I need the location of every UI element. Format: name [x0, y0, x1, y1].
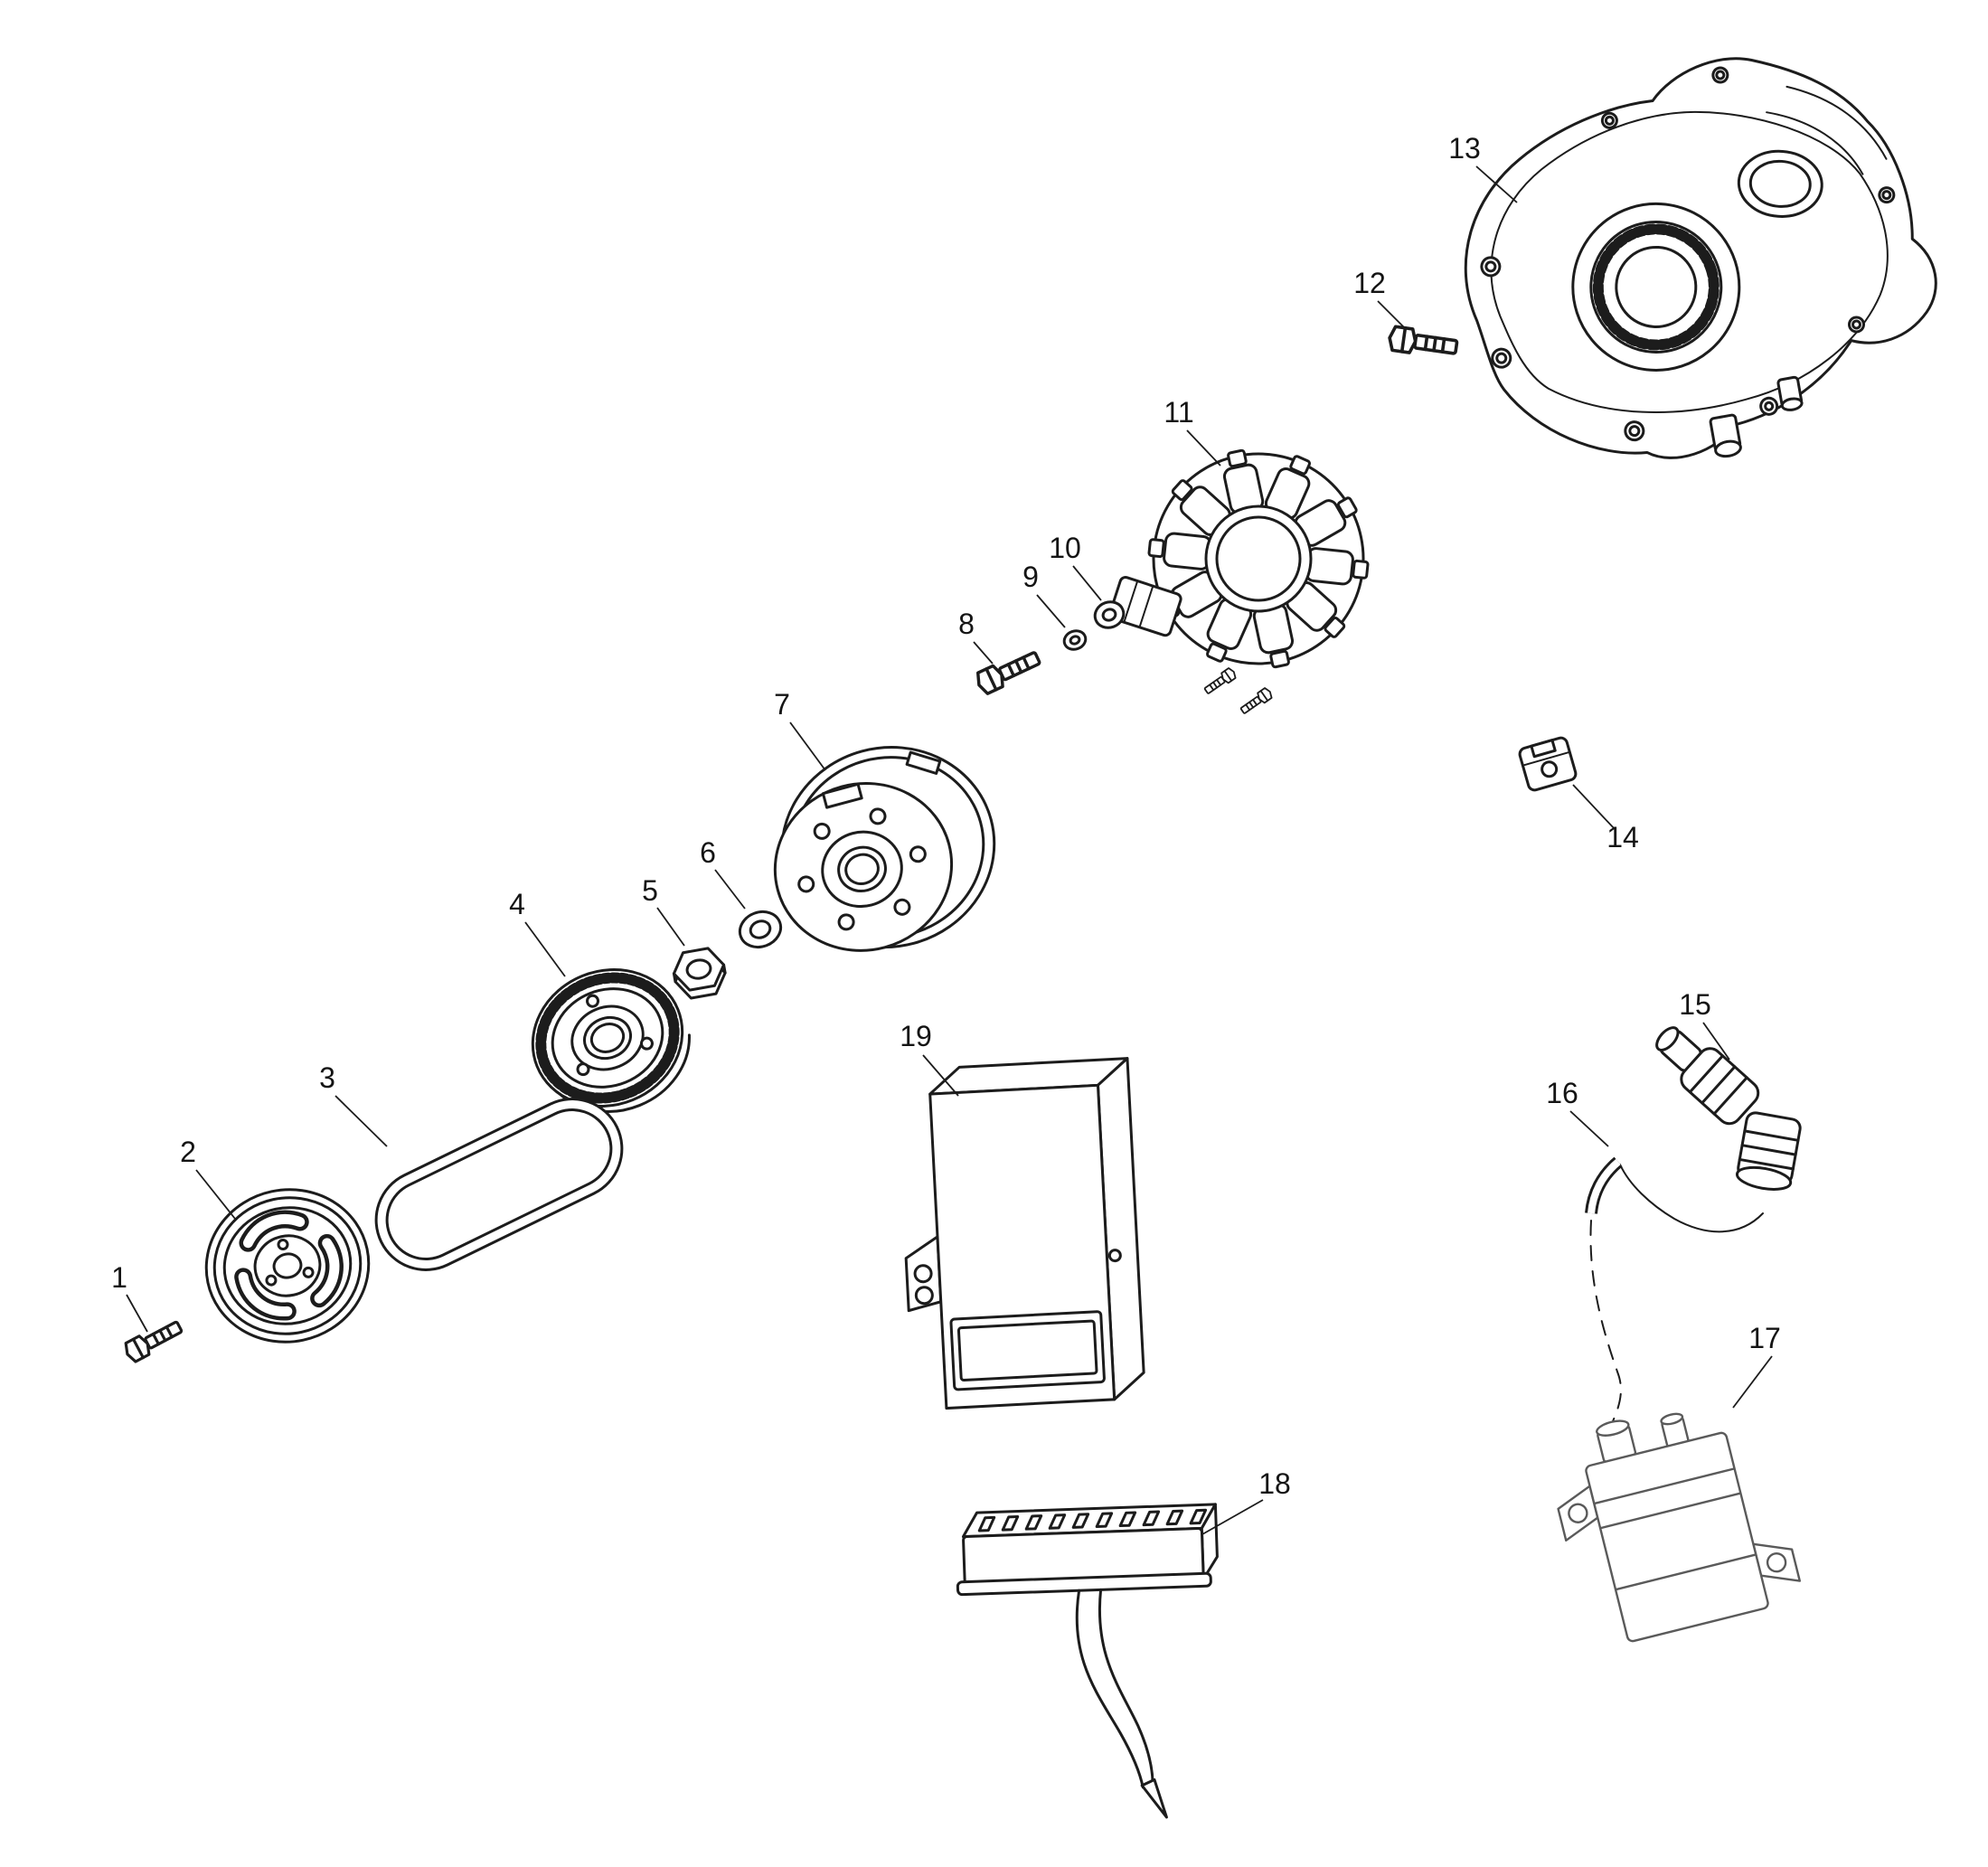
part-cup-bolt	[120, 1315, 186, 1365]
leader-line-18	[1201, 1499, 1264, 1535]
part-label-3: 3	[319, 1061, 335, 1094]
part-label-16: 16	[1546, 1077, 1578, 1109]
leader-line-9	[1036, 594, 1066, 628]
leader-line-3	[334, 1095, 388, 1147]
part-label-6: 6	[700, 836, 716, 869]
part-label-4: 4	[509, 888, 525, 920]
leader-line-8	[973, 641, 994, 665]
leader-line-5	[656, 907, 685, 947]
leader-lines	[126, 165, 1773, 1535]
leader-line-2	[195, 1169, 236, 1220]
part-starter-cup	[204, 1188, 371, 1344]
part-cdi-box	[904, 1057, 1145, 1410]
leader-line-7	[789, 721, 826, 771]
part-label-7: 7	[774, 688, 790, 721]
part-label-1: 1	[111, 1261, 127, 1294]
part-belt-ring	[374, 1098, 624, 1271]
leader-line-1	[126, 1294, 148, 1333]
part-label-14: 14	[1606, 821, 1639, 853]
part-harness-connector	[956, 1503, 1219, 1819]
part-hex-nut	[672, 947, 727, 1000]
part-washer-large	[1093, 600, 1126, 629]
part-plug-wire	[1585, 1156, 1764, 1422]
part-spark-plug-cap	[1655, 1026, 1802, 1191]
part-washer-small	[1062, 629, 1088, 651]
part-flywheel	[773, 746, 996, 952]
leader-line-19	[922, 1054, 959, 1097]
leader-line-11	[1186, 429, 1221, 467]
part-label-8: 8	[958, 608, 975, 640]
part-label-13: 13	[1448, 132, 1481, 165]
part-label-12: 12	[1353, 267, 1386, 299]
stator-screws	[1201, 665, 1275, 717]
part-label-2: 2	[180, 1136, 196, 1168]
part-label-17: 17	[1748, 1322, 1781, 1354]
part-starter-gear	[531, 968, 691, 1113]
part-ignition-coil	[1557, 1412, 1801, 1643]
part-number-labels: 1 2 3 4 5 6 7 8 9 10 11 12 13 14 15 16 1…	[111, 132, 1781, 1500]
leader-line-13	[1475, 165, 1518, 203]
part-crankcase-cover	[1464, 57, 1937, 459]
leader-line-15	[1702, 1022, 1730, 1061]
part-stator	[1108, 447, 1371, 671]
leader-line-14	[1572, 784, 1616, 830]
leader-line-4	[524, 921, 566, 977]
part-cover-bolt	[1386, 324, 1460, 361]
part-label-5: 5	[642, 874, 658, 907]
part-flywheel-washer	[738, 910, 783, 949]
leader-line-10	[1072, 565, 1102, 601]
part-label-19: 19	[900, 1020, 932, 1052]
part-label-15: 15	[1679, 988, 1711, 1021]
part-retainer-clip	[1518, 736, 1578, 792]
part-label-11: 11	[1164, 396, 1193, 429]
leader-line-16	[1569, 1110, 1609, 1147]
part-label-10: 10	[1049, 532, 1081, 564]
leader-line-6	[714, 869, 746, 910]
part-label-18: 18	[1258, 1467, 1291, 1500]
leader-line-17	[1732, 1355, 1773, 1409]
leader-line-12	[1377, 300, 1405, 328]
part-label-9: 9	[1022, 561, 1039, 593]
